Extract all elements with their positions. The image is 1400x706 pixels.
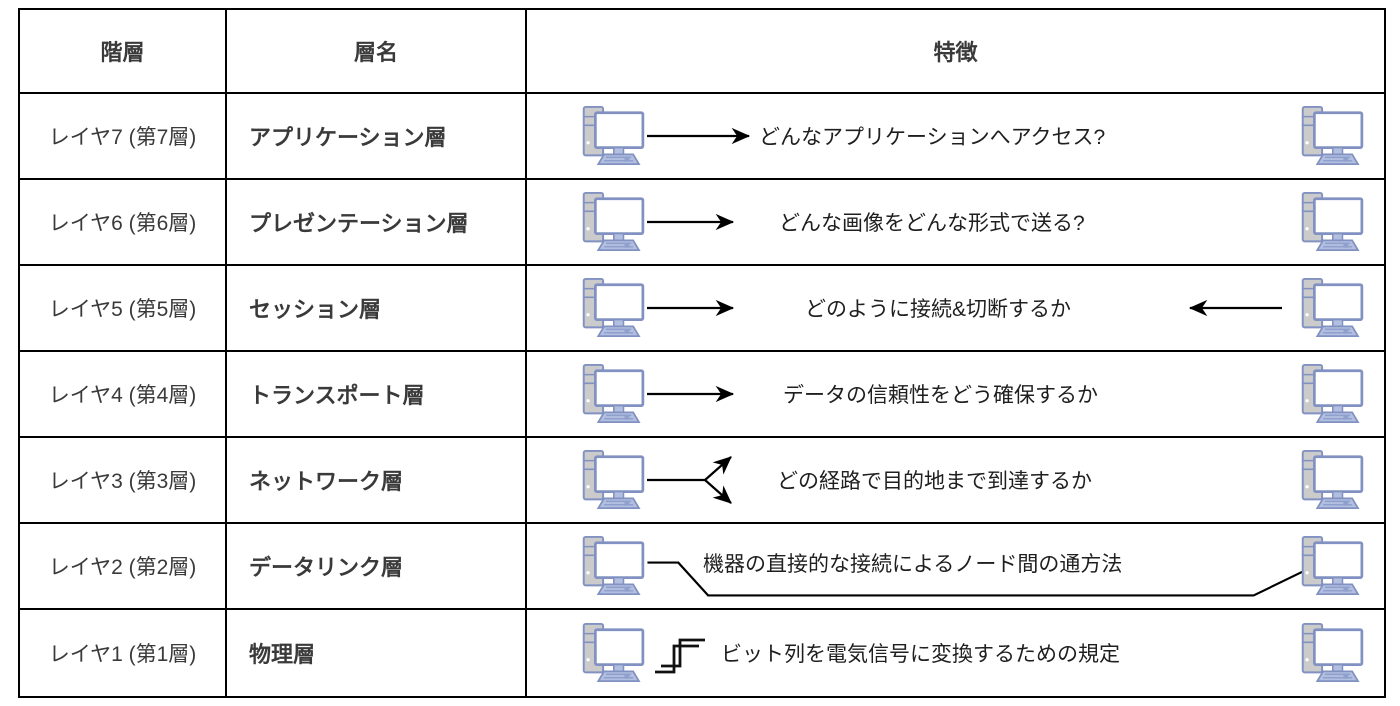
arrow-right-icon bbox=[647, 385, 735, 403]
header-name-label: 層名 bbox=[353, 40, 398, 65]
table-row-layer1-feature: ビット列を電気信号に変換するための規定 bbox=[527, 610, 1384, 696]
table-row-layer1-id: レイヤ1 (第1層) bbox=[20, 610, 227, 696]
computer-icon bbox=[569, 104, 645, 168]
table-row-layer3-name: ネットワーク層 bbox=[227, 438, 527, 524]
feature-text: どのように接続&切断するか bbox=[805, 298, 1072, 321]
layer-name-label: 物理層 bbox=[249, 642, 316, 667]
arrow-right-icon bbox=[647, 299, 735, 317]
feature-text: 機器の直接的な接続によるノード間の通方法 bbox=[703, 552, 1123, 576]
computer-icon bbox=[569, 448, 645, 512]
table-row-layer5-name: セッション層 bbox=[227, 266, 527, 352]
table-row-layer3-id: レイヤ3 (第3層) bbox=[20, 438, 227, 524]
link-line-icon bbox=[647, 561, 1306, 597]
computer-icon bbox=[569, 621, 645, 685]
table-row-layer4-id: レイヤ4 (第4層) bbox=[20, 352, 227, 438]
computer-icon bbox=[1288, 534, 1364, 598]
feature-text: ビット列を電気信号に変換するための規定 bbox=[721, 643, 1120, 666]
table-row-layer6-name: プレゼンテーション層 bbox=[227, 180, 527, 266]
table-row-layer3-feature: どの経路で目的地まで到達するか bbox=[527, 438, 1384, 524]
computer-icon bbox=[1288, 104, 1364, 168]
computer-icon bbox=[1288, 276, 1364, 340]
layer-name-label: プレゼンテーション層 bbox=[249, 211, 469, 236]
table-row-layer5-id: レイヤ5 (第5層) bbox=[20, 266, 227, 352]
table-row-layer6-feature: どんな画像をどんな形式で送る? bbox=[527, 180, 1384, 266]
table-row-layer2-id: レイヤ2 (第2層) bbox=[20, 524, 227, 610]
feature-text: どんなアプリケーションへアクセス? bbox=[759, 126, 1106, 149]
layer-name-label: セッション層 bbox=[249, 297, 382, 322]
layer-name-label: トランスポート層 bbox=[249, 383, 425, 408]
header-feature: 特徴 bbox=[527, 10, 1384, 94]
header-feature-label: 特徴 bbox=[933, 40, 978, 65]
osi-model-table: 階層 層名 特徴 レイヤ7 (第7層) アプリケーション層 どんなアプリケーショ… bbox=[18, 8, 1386, 698]
arrow-right-icon bbox=[647, 213, 735, 231]
layer-label: レイヤ2 (第2層) bbox=[48, 556, 197, 579]
computer-icon bbox=[569, 534, 645, 598]
table-row-layer2-name: データリンク層 bbox=[227, 524, 527, 610]
layer-label: レイヤ3 (第3層) bbox=[48, 470, 197, 493]
table-row-layer7-name: アプリケーション層 bbox=[227, 94, 527, 180]
layer-label: レイヤ1 (第1層) bbox=[48, 643, 197, 666]
layer-name-label: アプリケーション層 bbox=[249, 125, 447, 150]
table-row-layer7-id: レイヤ7 (第7層) bbox=[20, 94, 227, 180]
arrow-right-icon bbox=[647, 127, 751, 145]
layer-label: レイヤ6 (第6層) bbox=[48, 212, 197, 235]
layer-label: レイヤ4 (第4層) bbox=[48, 384, 197, 407]
fork-arrow-icon bbox=[647, 456, 732, 504]
table-row-layer1-name: 物理層 bbox=[227, 610, 527, 696]
table-row-layer4-feature: データの信頼性をどう確保するか bbox=[527, 352, 1384, 438]
computer-icon bbox=[569, 190, 645, 254]
header-layer-label: 階層 bbox=[100, 40, 145, 65]
computer-icon bbox=[569, 362, 645, 426]
square-wave-icon bbox=[655, 638, 705, 674]
computer-icon bbox=[1288, 448, 1364, 512]
header-name: 層名 bbox=[227, 10, 527, 94]
table-row-layer7-feature: どんなアプリケーションへアクセス? bbox=[527, 94, 1384, 180]
header-layer: 階層 bbox=[20, 10, 227, 94]
feature-text: データの信頼性をどう確保するか bbox=[783, 384, 1098, 407]
table-row-layer5-feature: どのように接続&切断するか bbox=[527, 266, 1384, 352]
feature-text: どんな画像をどんな形式で送る? bbox=[779, 212, 1085, 235]
computer-icon bbox=[1288, 362, 1364, 426]
computer-icon bbox=[569, 276, 645, 340]
computer-icon bbox=[1288, 190, 1364, 254]
table-row-layer4-name: トランスポート層 bbox=[227, 352, 527, 438]
computer-icon bbox=[1288, 621, 1364, 685]
table-row-layer6-id: レイヤ6 (第6層) bbox=[20, 180, 227, 266]
arrow-left-icon bbox=[1188, 299, 1282, 317]
layer-label: レイヤ5 (第5層) bbox=[48, 298, 197, 321]
feature-text: どの経路で目的地まで到達するか bbox=[777, 470, 1092, 493]
layer-name-label: データリンク層 bbox=[249, 555, 404, 580]
layer-label: レイヤ7 (第7層) bbox=[48, 126, 197, 149]
table-row-layer2-feature: 機器の直接的な接続によるノード間の通方法 bbox=[527, 524, 1384, 610]
layer-name-label: ネットワーク層 bbox=[249, 469, 404, 494]
